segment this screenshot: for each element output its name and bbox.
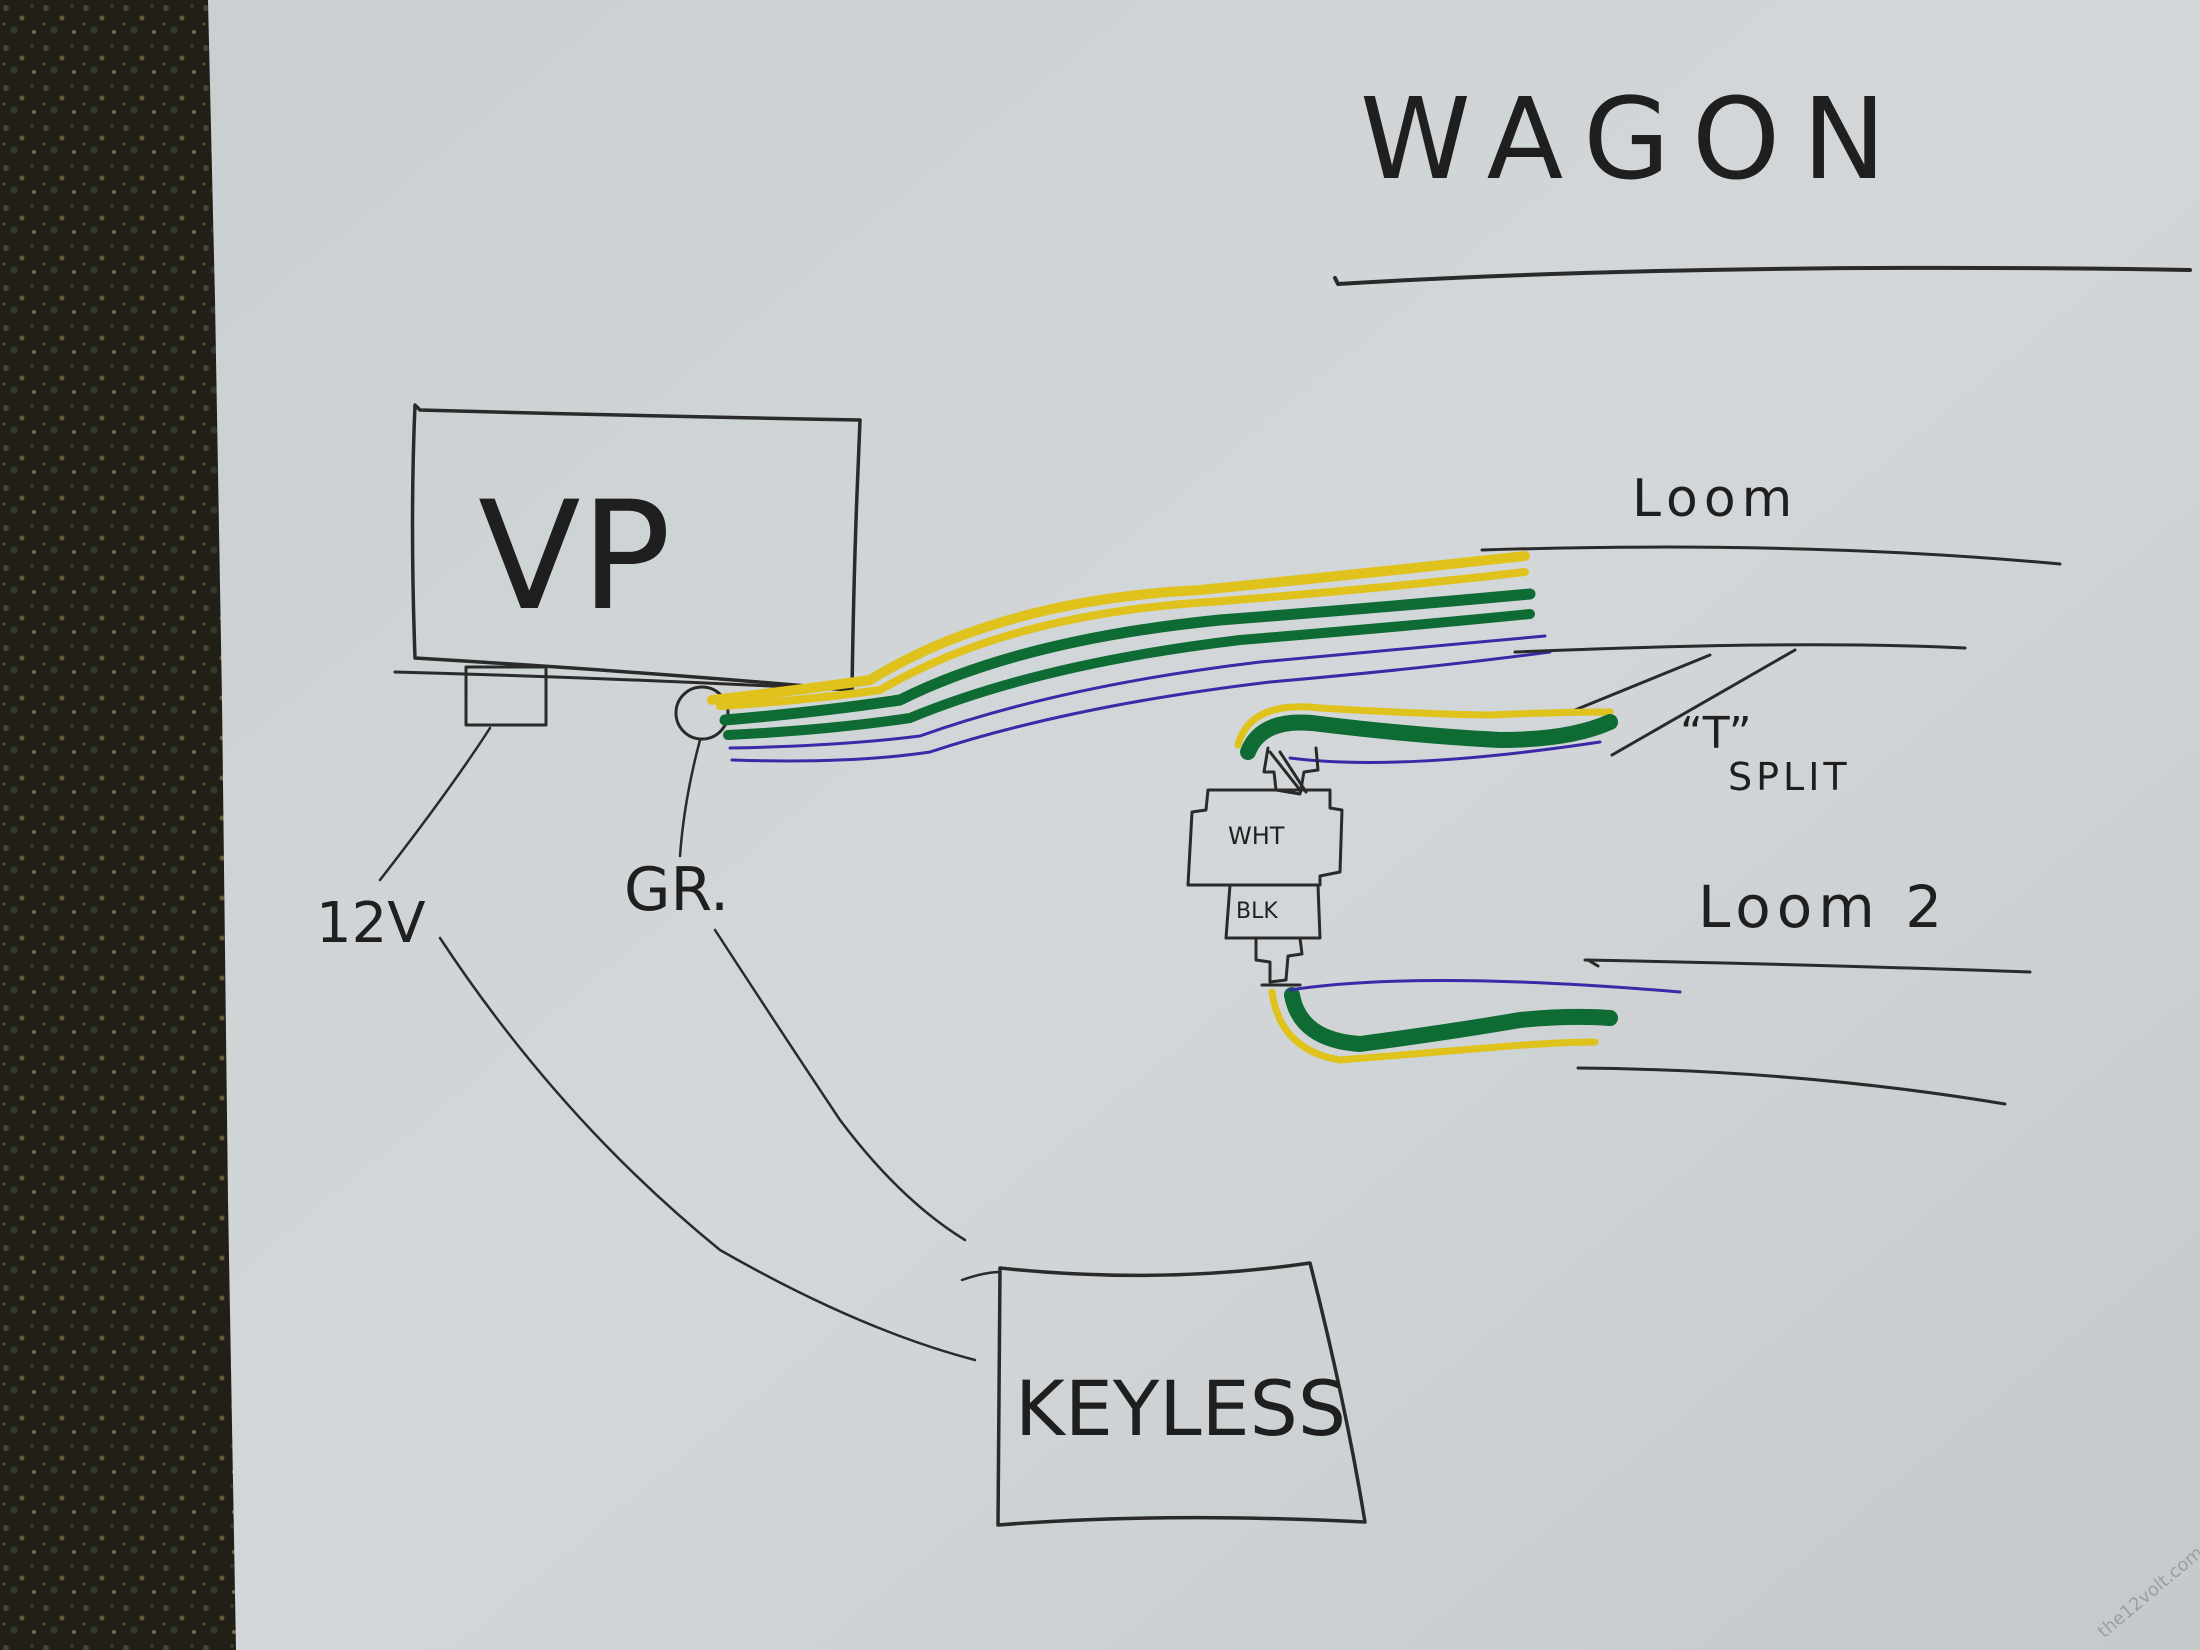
lower-green-wire xyxy=(1284,987,1618,1053)
keyless-corner-mark xyxy=(960,1270,1002,1282)
keyless-module-box xyxy=(996,1261,1367,1527)
ground-lead-upper xyxy=(678,738,702,858)
t-split-t-label: “T” xyxy=(1680,708,1752,759)
yellow-wire-lower xyxy=(716,568,1529,710)
purple-wire-lower xyxy=(730,650,1552,763)
loom-lower-line xyxy=(1513,643,1967,654)
loom2-lower-line xyxy=(1576,1066,2007,1106)
t-split-word-label: SPLIT xyxy=(1728,755,1851,799)
branch-yellow-wire xyxy=(1234,703,1614,749)
title-underline xyxy=(1333,265,2192,286)
title-text: WAGON xyxy=(1360,75,1908,205)
loom2-tick xyxy=(1586,958,1600,968)
branch-harness-lower xyxy=(1260,979,1682,1064)
ground-gr-label: GR. xyxy=(624,855,729,925)
branch-harness-upper xyxy=(1234,703,1618,764)
purple-wire-upper xyxy=(728,634,1547,750)
ground-connector-circle xyxy=(674,685,730,741)
branch-purple-wire xyxy=(1288,740,1602,764)
keyless-label: KEYLESS xyxy=(1015,1364,1346,1453)
lower-purple-wire xyxy=(1288,979,1682,994)
branch-green-wire xyxy=(1240,714,1618,760)
wht-label: WHT xyxy=(1228,822,1285,850)
blk-label: BLK xyxy=(1236,899,1278,924)
yellow-wire-upper xyxy=(707,551,1530,705)
loom2-label: Loom 2 xyxy=(1698,873,1948,941)
green-wire-lower xyxy=(723,609,1535,740)
ground-lead-lower xyxy=(713,928,967,1242)
power-lead-lower xyxy=(438,936,977,1362)
loom2-upper-line xyxy=(1583,958,2032,974)
relay-top-wires xyxy=(1268,750,1308,794)
relay-blk-section xyxy=(1224,883,1322,940)
relay-bottom-tab xyxy=(1254,936,1304,984)
loom-upper-line xyxy=(1480,545,2062,566)
relay-connector: WHT BLK xyxy=(1186,746,1344,984)
main-harness xyxy=(707,551,1552,763)
lower-yellow-wire xyxy=(1268,988,1599,1064)
t-split-line-2 xyxy=(1610,648,1797,757)
relay-wht-section xyxy=(1186,788,1344,887)
loom-label: Loom xyxy=(1632,469,1798,529)
relay-top-tab xyxy=(1262,746,1320,796)
green-wire-upper xyxy=(719,588,1536,726)
vp-label: VP xyxy=(478,470,671,644)
power-12v-label: 12V xyxy=(316,891,426,956)
power-lead-upper xyxy=(378,726,492,882)
power-connector-square xyxy=(464,665,548,727)
t-split-line-1 xyxy=(1573,653,1712,712)
